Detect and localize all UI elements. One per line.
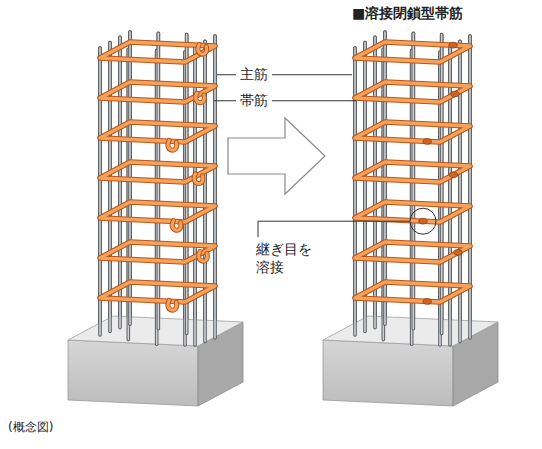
- hoop-tie-outline: [100, 242, 215, 262]
- column-hooked-ties: [68, 32, 243, 406]
- tie-hook-outline: [196, 93, 205, 103]
- hoop-tie-outline: [355, 42, 470, 62]
- weld-bead: [449, 42, 457, 48]
- weld-bead: [419, 218, 427, 224]
- tie-hook: [196, 93, 205, 103]
- hoop-tie: [100, 42, 215, 62]
- footing-front: [68, 340, 198, 406]
- hoop-tie: [100, 202, 215, 222]
- main-bar: [354, 48, 356, 335]
- main-bar: [364, 43, 366, 332]
- hoop-tie: [100, 122, 215, 142]
- hoop-tie: [355, 202, 470, 222]
- tie-hook-outline: [172, 221, 181, 231]
- leader-line: [258, 221, 410, 237]
- transition-arrow: [228, 118, 325, 194]
- hoop-tie-outline: [100, 122, 215, 142]
- weld-bead: [423, 299, 431, 305]
- tie-hook-outline: [198, 44, 207, 54]
- tie-hook: [172, 221, 181, 231]
- main-bar-outline: [213, 36, 217, 338]
- hoop-tie: [100, 82, 215, 102]
- figure-caption: (概念図): [8, 420, 53, 435]
- weld-bead: [454, 250, 462, 256]
- hoop-tie: [355, 242, 470, 262]
- hoop-tie-outline: [355, 202, 470, 222]
- tie-hook-outline: [168, 300, 177, 310]
- main-bar-outline: [98, 48, 102, 335]
- main-bar: [99, 48, 101, 335]
- hoop-tie: [100, 282, 215, 302]
- hoop-tie-outline: [100, 282, 215, 302]
- weld-bead: [449, 172, 457, 178]
- hoop-tie-outline: [100, 82, 215, 102]
- tie-hook: [168, 300, 177, 310]
- callout-note: 継ぎ目を 溶接: [256, 241, 320, 276]
- hoop-tie-outline: [100, 202, 215, 222]
- main-bar: [449, 47, 451, 345]
- main-bar-outline: [363, 43, 367, 332]
- hoop-tie: [355, 82, 470, 102]
- main-bar-outline: [108, 43, 112, 332]
- hoop-tie: [355, 42, 470, 62]
- hoop-tie: [355, 282, 470, 302]
- tie-hook: [199, 251, 208, 261]
- hoop-tie: [355, 162, 470, 182]
- tie-hook-outline: [194, 174, 203, 184]
- weld-bead: [451, 91, 459, 97]
- part-label: 主筋: [240, 66, 268, 84]
- hoop-tie: [355, 122, 470, 142]
- leader-line: [217, 74, 236, 75]
- hoop-tie-outline: [355, 82, 470, 102]
- figure-title: ■溶接閉鎖型帯筋: [352, 5, 463, 23]
- main-bar: [469, 36, 471, 338]
- hoop-tie-outline: [355, 282, 470, 302]
- tie-hook: [168, 140, 177, 150]
- hoop-tie-outline: [100, 162, 215, 182]
- footing-front: [323, 340, 453, 406]
- column-welded-ties: [323, 32, 498, 406]
- tie-hook-outline: [168, 140, 177, 150]
- hoop-tie-outline: [355, 242, 470, 262]
- part-label: 帯筋: [240, 92, 268, 110]
- hoop-tie: [100, 162, 215, 182]
- main-bar-outline: [353, 48, 357, 335]
- leader-lines: [214, 75, 436, 237]
- main-bar: [214, 36, 216, 338]
- tie-hook: [194, 174, 203, 184]
- leader-line: [272, 100, 356, 101]
- main-bar: [109, 43, 111, 332]
- tie-hook: [198, 44, 207, 54]
- leader-line: [214, 100, 236, 101]
- weld-bead: [423, 139, 431, 145]
- main-bar-outline: [468, 36, 472, 338]
- tie-hook-outline: [199, 251, 208, 261]
- callout-circle: [410, 208, 436, 234]
- hoop-tie-outline: [100, 42, 215, 62]
- hoop-tie-outline: [355, 162, 470, 182]
- leader-line: [272, 74, 352, 75]
- hoop-tie-outline: [355, 122, 470, 142]
- hoop-tie: [100, 242, 215, 262]
